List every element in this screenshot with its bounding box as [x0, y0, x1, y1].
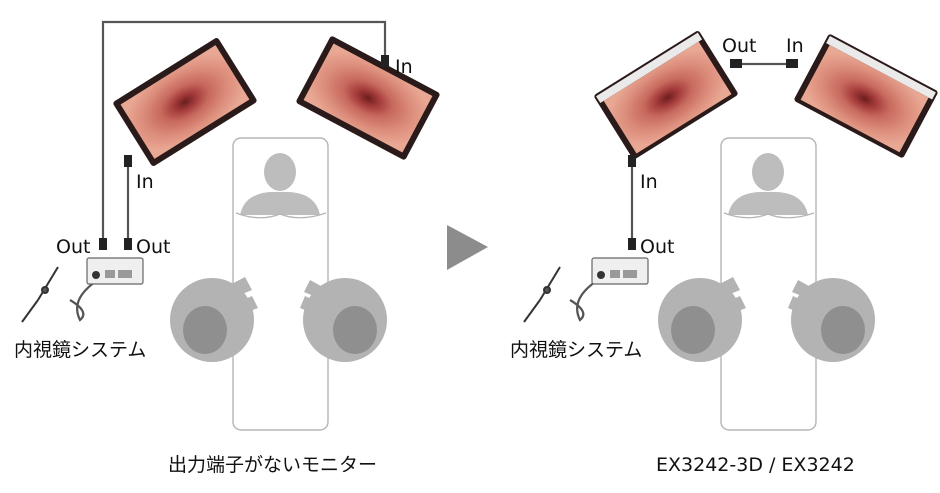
patient-figure — [728, 153, 808, 215]
connector-out-b — [124, 238, 132, 250]
cables-right — [569, 62, 790, 322]
monitor-left — [594, 31, 738, 159]
connector-out-monitor-link — [730, 59, 742, 68]
left-panel: In In Out Out 内視鏡システム 出力端子がないモニター — [14, 20, 440, 476]
monitor-right — [296, 36, 440, 160]
label-in-left-monitor: In — [136, 171, 154, 193]
caption-left: 出力端子がないモニター — [168, 454, 377, 476]
label-in-monitor-link: In — [786, 35, 804, 57]
label-out-b: Out — [136, 236, 170, 258]
caption-right: EX3242-3D / EX3242 — [656, 454, 855, 476]
endoscopy-processor — [591, 257, 649, 285]
surgeon-left — [658, 277, 746, 362]
surgeon-right — [300, 278, 387, 362]
label-out-monitor-link: Out — [722, 35, 756, 57]
label-out-system: Out — [640, 236, 674, 258]
endoscope-icon — [21, 266, 59, 323]
system-label-left: 内視鏡システム — [14, 339, 146, 361]
monitor-left — [113, 38, 257, 166]
connector-in-left-monitor — [124, 155, 132, 167]
connector-out-system — [628, 238, 636, 250]
right-panel: Out In In Out 内視鏡システム EX3242-3D / EX3242 — [510, 31, 938, 476]
connector-in-left-monitor — [628, 155, 636, 167]
connector-out-a — [99, 238, 107, 250]
patient-figure — [240, 153, 320, 215]
play-triangle-icon — [447, 225, 488, 270]
endoscopy-processor — [86, 257, 144, 285]
cables-left — [69, 20, 387, 322]
label-in-right-monitor: In — [395, 56, 413, 78]
monitor-right — [794, 34, 938, 158]
label-out-a: Out — [56, 236, 90, 258]
surgeon-right — [788, 278, 875, 362]
endoscope-icon — [523, 266, 561, 323]
connector-in-monitor-link — [786, 59, 798, 68]
label-in-left-monitor: In — [640, 171, 658, 193]
system-label-right: 内視鏡システム — [510, 339, 642, 361]
connector-in-right-monitor — [381, 55, 389, 67]
surgeon-left — [170, 277, 258, 362]
